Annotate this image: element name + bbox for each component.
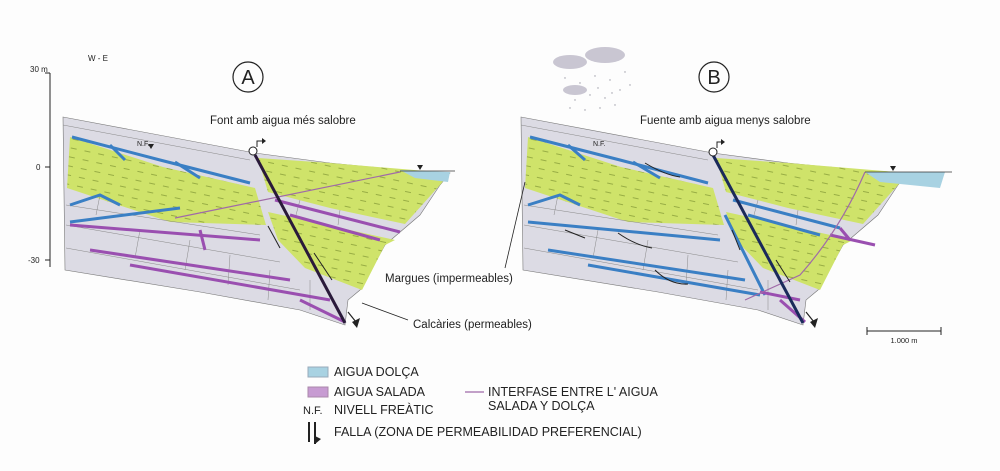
axis-label-zero: 0 [36, 163, 41, 172]
spring-icon [708, 147, 718, 157]
water-table-icon [417, 165, 423, 170]
legend-nf: NIVELL FREÀTIC [334, 402, 434, 417]
calcaries-label: Calcàries (permeables) [413, 319, 532, 331]
margues-leader [504, 181, 526, 269]
panel-a-letter: A [241, 67, 255, 89]
fresh-water-veins [69, 135, 251, 224]
legend-interface-line1: INTERFASE ENTRE L' AIGUA [488, 385, 658, 399]
salt-fresh-interface [744, 171, 866, 301]
direction-label: W - E [88, 54, 108, 63]
margues-label: Margues (impermeables) [385, 273, 513, 285]
water-table-icon [890, 166, 896, 171]
flow-arrows [564, 162, 791, 285]
fresh-water-veins [527, 135, 841, 297]
legend: AIGUA DOLÇA AIGUA SALADA N.F. NIVELL FRE… [303, 365, 658, 444]
nf-marker-icon [148, 144, 154, 149]
legend-fresh: AIGUA DOLÇA [334, 365, 419, 379]
section-b: N.F. B Fuente amb aigua menys salobre [520, 47, 952, 328]
scale-label: 1.000 m [890, 336, 917, 345]
water-body [400, 170, 450, 182]
panel-b-badge [698, 61, 730, 93]
salt-fresh-interface [174, 171, 401, 219]
panel-b-letter: B [707, 67, 720, 89]
panel-a-badge [232, 61, 264, 93]
rain-cloud-icon [553, 47, 631, 111]
panel-b-title: Fuente amb aigua menys salobre [640, 115, 811, 127]
section-a: N.F. A Font amb aigua més salobre [62, 61, 455, 328]
panel-a-title: Font amb aigua més salobre [210, 115, 356, 127]
spring-icon [248, 146, 258, 156]
fault-arrowhead-icon [810, 318, 818, 328]
scale-bar: 1.000 m [866, 327, 942, 345]
legend-interface-line2: SALADA Y DOLÇA [488, 399, 595, 413]
fault-arrow-icon [805, 311, 815, 323]
salt-water-veins [69, 198, 401, 324]
axis-label-bottom: -30 [28, 256, 40, 265]
fault-line [253, 154, 347, 324]
axis-label-top: 30 m [30, 65, 48, 74]
fault-arrow-icon [347, 311, 357, 323]
legend-nf-abbr: N.F. [303, 405, 323, 417]
nf-label-a: N.F. [137, 141, 150, 148]
upflow-arrows [267, 225, 333, 281]
nf-label-b: N.F. [593, 141, 606, 148]
fault-arrowhead-icon [352, 318, 360, 328]
depth-axis: 30 m 0 -30 W - E [28, 54, 108, 267]
water-body [865, 172, 945, 188]
salt-water-swatch [307, 386, 329, 398]
fault-line [711, 154, 805, 324]
calcaries-leader [361, 302, 409, 321]
fault-symbol-icon [308, 422, 321, 444]
legend-salt: AIGUA SALADA [334, 385, 426, 399]
fresh-water-swatch [307, 366, 329, 378]
legend-fault: FALLA (ZONA DE PERMEABILIDAD PREFERENCIA… [334, 425, 642, 439]
